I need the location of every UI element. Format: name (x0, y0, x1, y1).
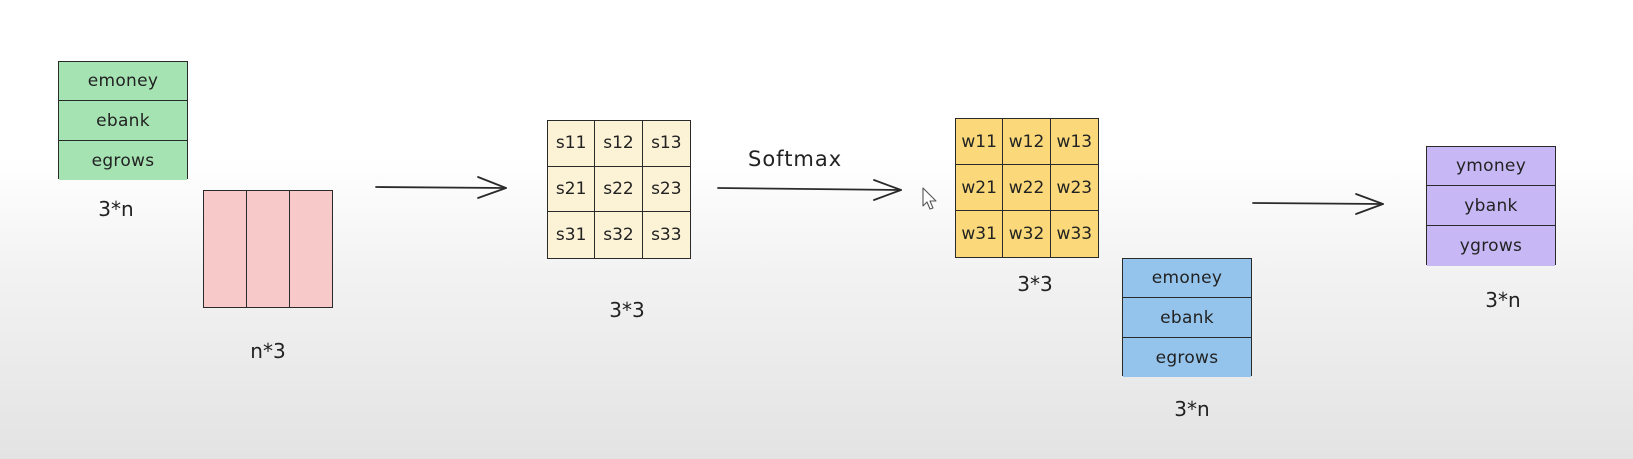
score-cell-s32: s32 (595, 212, 643, 258)
score-cell-s11: s11 (548, 121, 596, 167)
weight-cell-w13: w13 (1050, 119, 1098, 165)
transposed-matrix (203, 190, 333, 308)
arrow-to-output (1252, 193, 1384, 215)
weight-cell-w31: w31 (956, 211, 1004, 257)
score-cell-s12: s12 (595, 121, 643, 167)
arrow-softmax (717, 179, 902, 201)
score-cell-s21: s21 (548, 166, 596, 213)
score-cell-s33: s33 (651, 225, 682, 246)
arrow-to-scores (375, 176, 507, 199)
weight-cell-w11: w11 (956, 119, 1004, 165)
output-row-ymoney: ymoney (1427, 147, 1555, 186)
softmax-label: Softmax (748, 147, 843, 171)
value-row-emoney: emoney (1123, 259, 1251, 298)
input-row-ebank: ebank (59, 101, 187, 141)
score-matrix: s11 s12 s13 s21 s22 s23 s31 s32 s33 (547, 120, 691, 259)
input-matrix-shape-label: 3*n (98, 197, 134, 221)
weight-cell-w32: w32 (1003, 211, 1051, 257)
value-matrix-shape-label: 3*n (1174, 397, 1210, 421)
value-embedding-matrix: emoney ebank egrows (1122, 258, 1252, 377)
transposed-column-1 (204, 191, 247, 307)
transposed-matrix-shape-label: n*3 (250, 339, 286, 363)
input-embedding-matrix: emoney ebank egrows (58, 61, 188, 180)
weight-cell-w23: w23 (1050, 165, 1098, 211)
output-matrix-shape-label: 3*n (1485, 288, 1521, 312)
weight-matrix-shape-label: 3*3 (1017, 272, 1053, 296)
score-matrix-shape-label: 3*3 (609, 298, 645, 322)
transposed-column-2 (247, 191, 290, 307)
output-matrix: ymoney ybank ygrows (1426, 146, 1556, 266)
weight-cell-w22: w22 (1003, 165, 1051, 211)
weight-cell-w33: w33 (1056, 224, 1093, 244)
input-row-egrows: egrows (59, 141, 187, 180)
output-row-ybank: ybank (1427, 186, 1555, 226)
score-cell-s31: s31 (548, 212, 596, 258)
score-cell-s22: s22 (595, 166, 643, 213)
value-row-egrows: egrows (1123, 338, 1251, 377)
weight-cell-w12: w12 (1003, 119, 1051, 165)
score-cell-s23: s23 (642, 167, 690, 213)
score-cell-s13: s13 (642, 121, 690, 167)
output-row-ygrows: ygrows (1427, 226, 1555, 266)
pointer-cursor-icon (922, 187, 937, 210)
input-row-emoney: emoney (59, 62, 187, 101)
weight-cell-w21: w21 (956, 165, 1004, 211)
value-row-ebank: ebank (1123, 298, 1251, 338)
attention-weight-matrix: w11 w12 w13 w21 w22 w23 w31 w32 w33 (955, 118, 1099, 258)
